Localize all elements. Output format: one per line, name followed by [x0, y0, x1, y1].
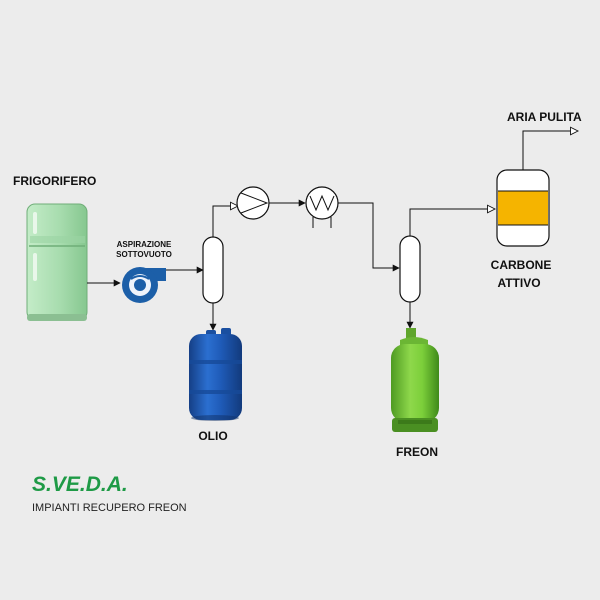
brand-tagline: IMPIANTI RECUPERO FREON [32, 502, 187, 514]
oil-label: OLIO [198, 429, 227, 443]
carbon-filter-icon [496, 169, 550, 247]
vacuum-blower-icon [122, 267, 166, 303]
flow-line [338, 202, 400, 272]
separator-icon [399, 235, 421, 303]
freon-label: FREON [396, 445, 438, 459]
gas-cylinder-icon [391, 328, 439, 432]
flow-line [409, 209, 495, 236]
flow-line [212, 206, 238, 237]
fridge-label: FRIGORIFERO [13, 174, 96, 188]
flow-line [522, 131, 578, 170]
clean-air-label: ARIA PULITA [507, 110, 582, 124]
carbon-label-1: CARBONE [491, 258, 552, 272]
separator-icon [202, 236, 224, 304]
fridge-icon [26, 203, 88, 321]
heat-exchanger-icon [305, 186, 339, 228]
carbon-label-2: ATTIVO [497, 276, 540, 290]
suction-label-1: ASPIRAZIONE [117, 240, 172, 249]
pump-icon [236, 186, 270, 220]
suction-label-2: SOTTOVUOTO [116, 250, 172, 259]
drum-icon [189, 328, 242, 421]
brand-logo: S.VE.D.A. [32, 473, 128, 496]
